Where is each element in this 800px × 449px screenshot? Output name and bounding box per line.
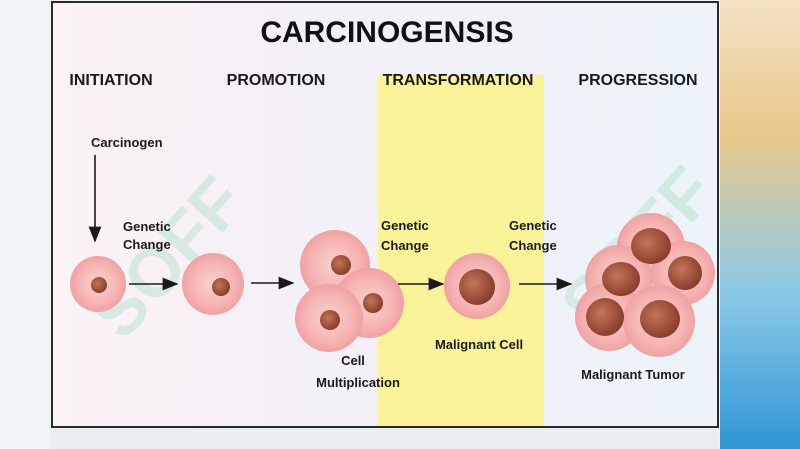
cell-multiplication-label-line1: Cell [341,353,365,368]
slide-background-left [0,0,52,449]
stage-initiation: INITIATION [69,72,152,89]
genetic-change-label-3-line1: Genetic [509,218,557,233]
initiated-cell-nucleus [91,277,107,293]
malignant-tumor-cluster [575,213,715,357]
transformation-band [378,75,544,426]
genetic-change-label-2-line1: Genetic [381,218,429,233]
genetic-change-label-3-line2: Change [509,238,557,253]
carcinogen-label: Carcinogen [91,135,163,150]
genetic-change-label-1-line2: Change [123,237,171,252]
stage-promotion: PROMOTION [227,72,326,89]
malignant-tumor-label: Malignant Tumor [581,367,685,382]
cell-multiplication-cluster [295,230,404,352]
carcinogenesis-diagram: SOFF SOFF CARCINOGENSIS INITIATION PROMO… [69,16,717,426]
stage-transformation: TRANSFORMATION [383,72,534,89]
genetic-change-label-2-line2: Change [381,238,429,253]
promoted-cell-nucleus [212,278,230,296]
stage-progression: PROGRESSION [578,72,697,89]
cell-multiplication-label-line2: Multiplication [316,375,400,390]
malignant-cell-nucleus [459,269,495,305]
genetic-change-label-1-line1: Genetic [123,219,171,234]
slide-background-decoration [720,0,800,449]
malignant-cell-label: Malignant Cell [435,337,523,352]
slide-footer-band [51,428,719,449]
carcinogenesis-diagram-panel: SOFF SOFF CARCINOGENSIS INITIATION PROMO… [51,1,719,428]
diagram-title: CARCINOGENSIS [260,16,513,49]
